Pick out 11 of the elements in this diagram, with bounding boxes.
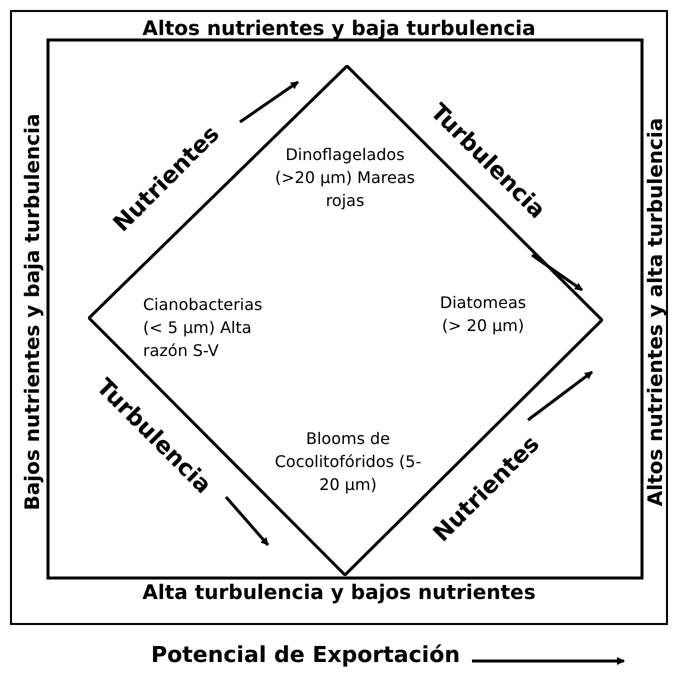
group-description: Diatomeas (> 20 μm) <box>438 292 528 338</box>
side-label: Alta turbulencia y bajos nutrientes <box>141 582 537 602</box>
diamond-shape <box>88 65 603 576</box>
side-label: Bajos nutrientes y baja turbulencia <box>22 112 42 512</box>
side-label: Altos nutrientes y baja turbulencia <box>141 18 537 38</box>
group-description: Cianobacterias (< 5 μm) Alta razón S-V <box>143 294 264 362</box>
side-label: Altos nutrientes y alta turbulencia <box>645 116 665 508</box>
group-description: Blooms de Cocolitofóridos (5- 20 μm) <box>274 428 422 496</box>
outer-frame <box>10 10 668 625</box>
axis-label: Potencial de Exportación <box>150 645 460 667</box>
group-description: Dinoflagelados (>20 μm) Mareas rojas <box>274 144 416 212</box>
